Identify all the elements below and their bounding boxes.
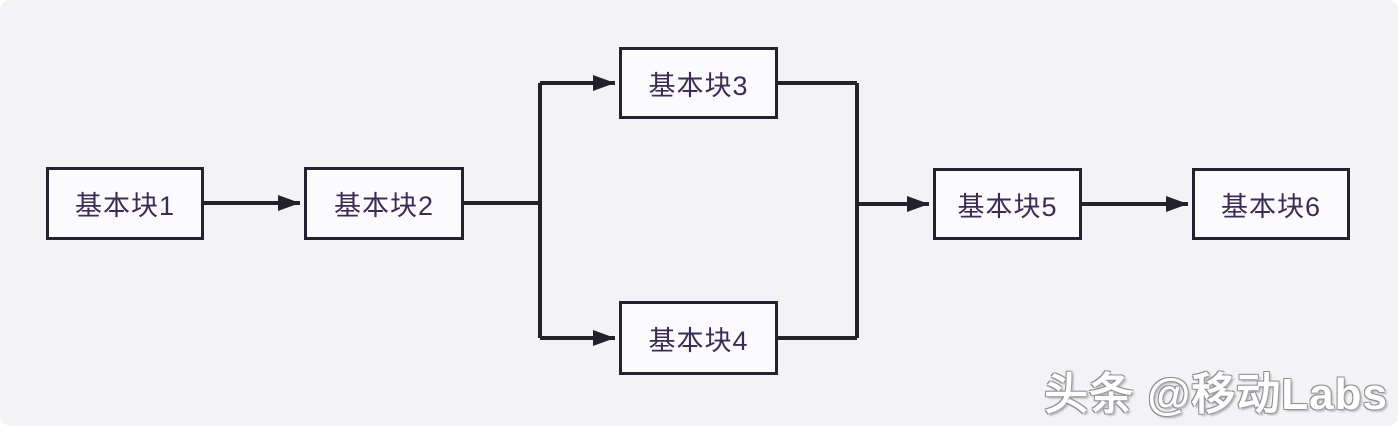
node-basic-block-5: 基本块5 <box>933 168 1082 240</box>
node-basic-block-1-label: 基本块1 <box>74 191 176 221</box>
node-basic-block-1: 基本块1 <box>46 167 204 240</box>
node-basic-block-5-label: 基本块5 <box>957 191 1058 222</box>
node-basic-block-4: 基本块4 <box>619 301 778 375</box>
node-basic-block-6-label: 基本块6 <box>1220 191 1322 222</box>
watermark: 头条 @移动Labs <box>1044 370 1388 419</box>
node-basic-block-3: 基本块3 <box>619 47 778 119</box>
node-basic-block-3-label: 基本块3 <box>648 70 749 101</box>
node-basic-block-2: 基本块2 <box>304 167 464 240</box>
node-basic-block-6: 基本块6 <box>1192 168 1350 240</box>
node-basic-block-4-label: 基本块4 <box>648 325 749 356</box>
node-basic-block-2-label: 基本块2 <box>333 191 435 221</box>
